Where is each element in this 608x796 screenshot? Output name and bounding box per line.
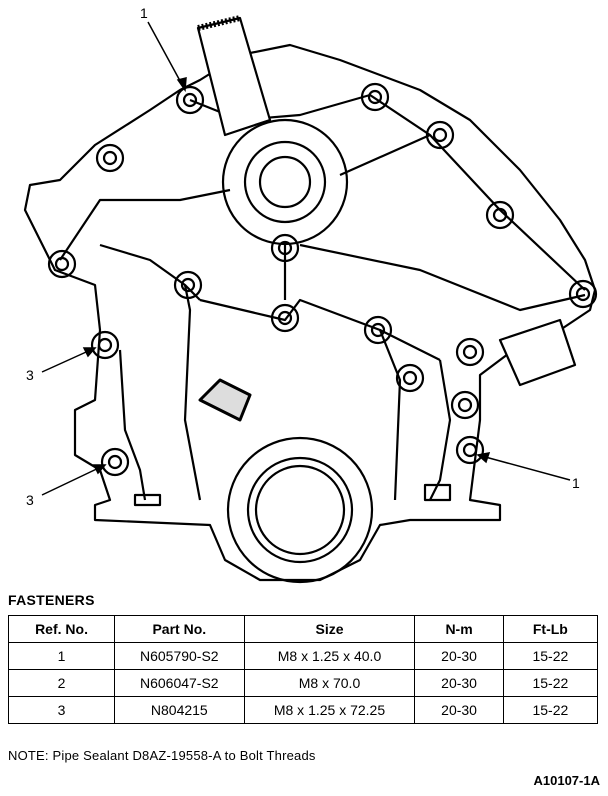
cell-part-no: N606047-S2 bbox=[114, 669, 245, 697]
cell-size: M8 x 70.0 bbox=[243, 669, 416, 697]
cell-ftlb: 15-22 bbox=[502, 696, 599, 724]
bolt-boss bbox=[100, 447, 130, 477]
callout-label: 3 bbox=[26, 492, 34, 508]
cell-nm: 20-30 bbox=[414, 696, 504, 724]
cell-size: M8 x 1.25 x 72.25 bbox=[243, 696, 416, 724]
flange-tab-right bbox=[423, 483, 452, 502]
callout-label: 3 bbox=[26, 367, 34, 383]
bolt-boss bbox=[175, 85, 205, 115]
bolt-boss bbox=[455, 435, 485, 465]
cell-ref-no: 1 bbox=[7, 642, 116, 670]
inner-rib-right bbox=[339, 133, 586, 291]
pump-boss-outer bbox=[221, 118, 349, 246]
outlet-pipe bbox=[498, 318, 577, 387]
inner-rib-left bbox=[99, 243, 202, 501]
cell-size: M8 x 1.25 x 40.0 bbox=[243, 642, 416, 670]
table-row: 1 N605790-S2 M8 x 1.25 x 40.0 20-30 15-2… bbox=[7, 642, 599, 670]
flange-tab-left bbox=[133, 493, 162, 507]
inner-rib-mid bbox=[299, 243, 586, 312]
pump-boss-inner bbox=[243, 140, 327, 224]
cover-outline bbox=[23, 43, 597, 582]
bolt-boss bbox=[455, 337, 485, 367]
inner-rib-web bbox=[184, 245, 441, 361]
inner-rib-lower-left bbox=[118, 349, 147, 501]
bolt-boss bbox=[425, 120, 455, 150]
timing-cover-diagram: 1 3 3 1 bbox=[23, 5, 598, 584]
cell-ftlb: 15-22 bbox=[502, 642, 599, 670]
note-text: NOTE: Pipe Sealant D8AZ-19558-A to Bolt … bbox=[8, 748, 316, 763]
bolt-boss bbox=[173, 270, 203, 300]
inlet-pipe bbox=[196, 16, 272, 137]
bolt-boss bbox=[270, 303, 300, 333]
column-header: Part No. bbox=[114, 615, 245, 643]
inner-rib-upper bbox=[59, 188, 231, 261]
figure-id: A10107-1A bbox=[533, 773, 601, 788]
bolt-boss bbox=[395, 363, 425, 393]
bolt-boss bbox=[47, 249, 77, 279]
crank-seal-outer bbox=[226, 436, 374, 584]
bolt-boss bbox=[363, 315, 393, 345]
cell-ftlb: 15-22 bbox=[502, 669, 599, 697]
crank-seal-inner bbox=[254, 464, 346, 556]
bolt-boss bbox=[360, 82, 390, 112]
cell-ref-no: 2 bbox=[7, 669, 116, 697]
bolt-boss bbox=[450, 390, 480, 420]
table-row: 3 N804215 M8 x 1.25 x 72.25 20-30 15-22 bbox=[7, 696, 599, 724]
fasteners-table: Ref. No. Part No. Size N-m Ft-Lb 1 N6057… bbox=[7, 615, 599, 724]
cell-part-no: N605790-S2 bbox=[114, 642, 245, 670]
column-header: N-m bbox=[414, 615, 504, 643]
cell-nm: 20-30 bbox=[414, 642, 504, 670]
inner-rib-center bbox=[199, 298, 402, 501]
recess-block bbox=[198, 378, 252, 422]
column-header: Ft-Lb bbox=[502, 615, 599, 643]
bolt-boss bbox=[270, 233, 300, 263]
column-header: Ref. No. bbox=[7, 615, 116, 643]
column-header: Size bbox=[243, 615, 416, 643]
bolt-boss bbox=[485, 200, 515, 230]
cell-part-no: N804215 bbox=[114, 696, 245, 724]
bolt-boss bbox=[90, 330, 120, 360]
bolt-boss bbox=[95, 143, 125, 173]
pump-boss-bore bbox=[258, 155, 312, 209]
inner-rib-lower-right bbox=[429, 359, 452, 501]
bolt-boss bbox=[568, 279, 598, 309]
crank-seal-mid bbox=[246, 456, 354, 564]
cell-nm: 20-30 bbox=[414, 669, 504, 697]
callout-label: 1 bbox=[140, 5, 148, 21]
cell-ref-no: 3 bbox=[7, 696, 116, 724]
table-title: FASTENERS bbox=[8, 592, 95, 608]
bolt-bosses bbox=[47, 82, 598, 477]
callout-label: 1 bbox=[572, 475, 580, 491]
table-header-row: Ref. No. Part No. Size N-m Ft-Lb bbox=[7, 615, 599, 643]
table-row: 2 N606047-S2 M8 x 70.0 20-30 15-22 bbox=[7, 669, 599, 697]
